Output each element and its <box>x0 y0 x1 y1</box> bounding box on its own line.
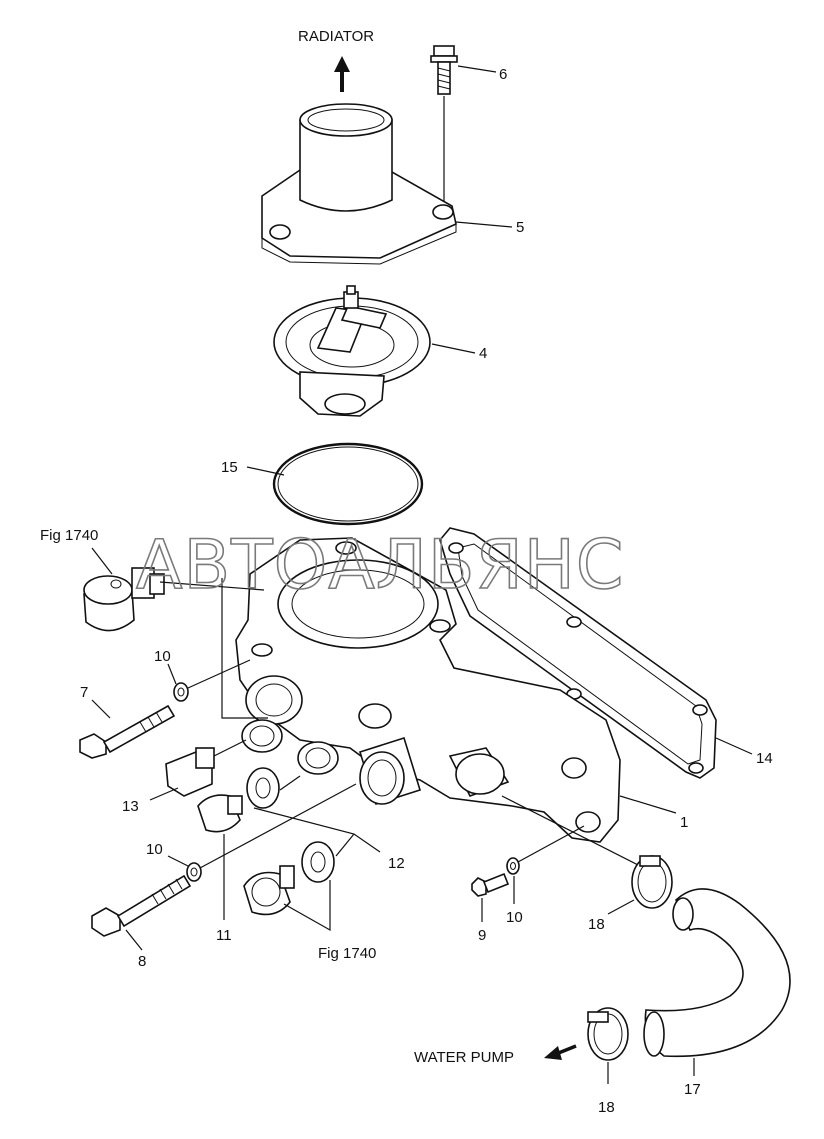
callout-11: 11 <box>216 927 232 944</box>
leader-7 <box>91 699 111 719</box>
callout-6: 6 <box>499 66 507 83</box>
fig-ref-bottom-label: Fig 1740 <box>318 945 376 962</box>
callout-8: 8 <box>138 953 146 970</box>
leader-13 <box>149 787 179 801</box>
fig-1740-sensor-bottom <box>243 865 295 916</box>
washer-axis-upper <box>279 775 301 791</box>
part-5-outlet-cover <box>261 103 457 265</box>
water-pump-flow-arrow <box>544 1044 577 1060</box>
part-13-plug <box>165 747 215 797</box>
part-12-washer-upper <box>246 767 280 809</box>
sensor-axis-line <box>159 581 265 591</box>
leader-fig-bottom <box>283 880 331 932</box>
leader-fig-top <box>91 547 113 575</box>
part-4-thermostat <box>273 285 431 417</box>
leader-12-b <box>335 833 355 857</box>
part-15-o-ring <box>272 442 424 526</box>
callout-10-upper: 10 <box>154 648 171 665</box>
leader-5 <box>455 221 513 228</box>
callout-18-upper: 18 <box>588 916 605 933</box>
part-18-clamp-lower <box>587 1007 629 1061</box>
callout-13: 13 <box>122 798 139 815</box>
leader-8 <box>125 929 143 951</box>
part-12-washer-lower <box>301 841 335 883</box>
callout-10-lower-right: 10 <box>506 909 523 926</box>
callout-14: 14 <box>756 750 773 767</box>
radiator-flow-arrow <box>334 56 350 92</box>
part-8-bolt <box>91 874 192 937</box>
leader-15 <box>246 466 285 476</box>
fig-ref-top-label: Fig 1740 <box>40 527 98 544</box>
callout-10-lower-left: 10 <box>146 841 163 858</box>
leader-1 <box>619 795 677 814</box>
part-6-bolt <box>430 45 458 95</box>
radiator-label: RADIATOR <box>298 28 374 45</box>
callout-12: 12 <box>388 855 405 872</box>
leader-14 <box>715 737 753 755</box>
leader-18-upper <box>607 899 635 915</box>
bolt-8-axis <box>199 783 357 869</box>
callout-15: 15 <box>221 459 238 476</box>
callout-18-lower: 18 <box>598 1099 615 1116</box>
bolt-9-axis <box>517 825 585 863</box>
part-7-bolt <box>79 704 176 759</box>
part-14-gasket <box>439 527 717 779</box>
hose-axis-line <box>501 795 649 871</box>
plug-13-axis <box>213 739 247 757</box>
part-11-plug <box>197 794 243 833</box>
callout-1: 1 <box>680 814 688 831</box>
watermark-text: АВТОАЛЬЯНС <box>136 526 624 605</box>
part-18-clamp-upper <box>631 855 673 909</box>
part-10-washer-upper <box>173 682 189 702</box>
callout-9: 9 <box>478 927 486 944</box>
fig-1740-sensor-top <box>83 567 165 632</box>
part-17-coolant-hose <box>643 888 791 1058</box>
leader-10-lower-left <box>167 855 189 867</box>
leader-10-upper <box>167 663 177 685</box>
part-10-washer-lower-right <box>506 857 520 875</box>
bolt-7-axis <box>187 659 251 689</box>
part-10-washer-lower-left <box>186 862 202 882</box>
callout-7: 7 <box>80 684 88 701</box>
bracket-line-top <box>221 578 268 719</box>
part-9-bolt <box>471 872 510 897</box>
callout-5: 5 <box>516 219 524 236</box>
leader-6 <box>457 65 497 73</box>
part-1-thermostat-housing <box>235 537 621 843</box>
leader-4 <box>431 343 476 354</box>
callout-17: 17 <box>684 1081 701 1098</box>
callout-4: 4 <box>479 345 487 362</box>
water-pump-label: WATER PUMP <box>414 1049 514 1066</box>
